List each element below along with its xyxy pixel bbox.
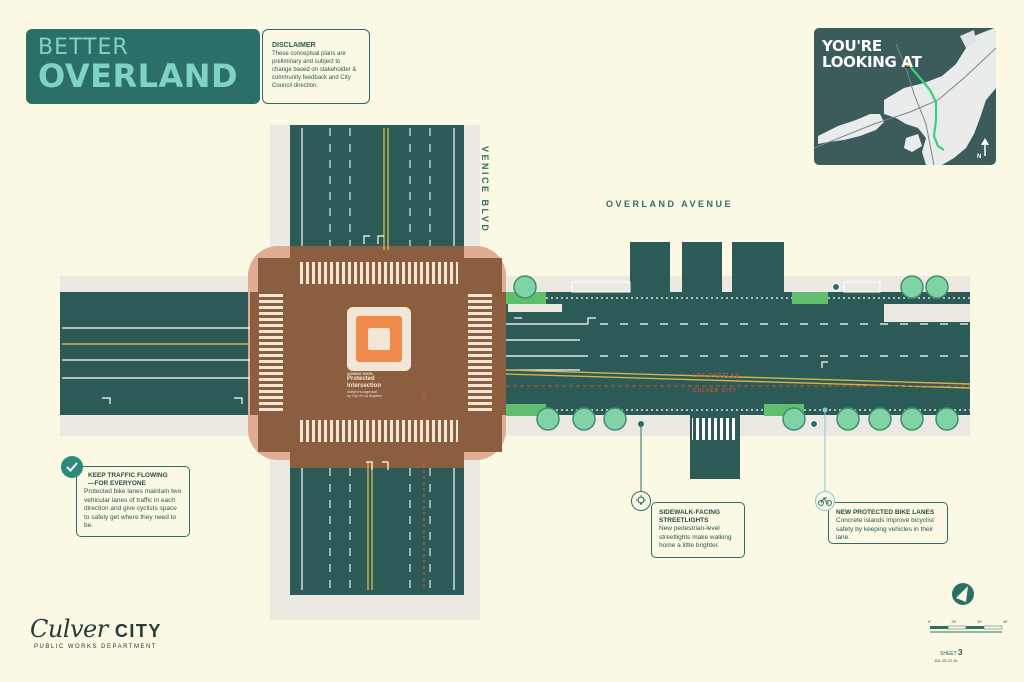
callout-traffic-heading: KEEP TRAFFIC FLOWING —FOR EVERYONE bbox=[88, 472, 168, 487]
locator-map-graphic bbox=[814, 28, 996, 165]
scale-tick: 20' bbox=[951, 619, 957, 624]
scale-tick: 30' bbox=[977, 619, 983, 624]
curb-extension bbox=[884, 304, 970, 322]
venice-center-line bbox=[367, 128, 389, 590]
north-arrow-pointer bbox=[956, 586, 968, 602]
crosswalk-west bbox=[259, 294, 283, 414]
overland-avenue-label: OVERLAND AVENUE bbox=[606, 199, 734, 209]
scale-tick: 0' bbox=[928, 619, 931, 624]
logo-script: Culver bbox=[30, 615, 108, 643]
crosswalk-side bbox=[692, 418, 738, 440]
scale-bar bbox=[930, 625, 1003, 633]
venice-edge-lines bbox=[301, 128, 455, 590]
crosswalk-north bbox=[298, 262, 458, 284]
side-street bbox=[682, 242, 722, 294]
boundary-label-culver: CULVER CITY bbox=[693, 388, 737, 394]
bike-lane-east bbox=[506, 404, 546, 416]
locator-map-label-line-1: YOU'RE bbox=[822, 37, 882, 55]
disclaimer-heading: DISCLAIMER bbox=[272, 42, 316, 49]
protected-island-center bbox=[368, 328, 390, 350]
side-street bbox=[732, 242, 784, 294]
bike-lane-east bbox=[792, 292, 828, 304]
logo-department: PUBLIC WORKS DEPARTMENT bbox=[34, 644, 157, 650]
scale-ticks: 0' 20' 30' 40' bbox=[928, 619, 1008, 624]
culver-city-logo: Culver CITY PUBLIC WORKS DEPARTMENT bbox=[30, 615, 162, 650]
title-line-1: BETTER bbox=[38, 35, 129, 60]
locator-map-label: YOU'RE LOOKING AT bbox=[822, 38, 922, 70]
bike-rack bbox=[571, 281, 881, 293]
logo-caps: CITY bbox=[114, 621, 162, 641]
crosswalk-east bbox=[468, 294, 492, 414]
overland-dashed-lines bbox=[580, 323, 970, 357]
intersection-sub-1: Subject to approval bbox=[347, 390, 377, 394]
disclaimer-box: DISCLAIMER These conceptual plans are pr… bbox=[262, 29, 370, 104]
street-trees bbox=[513, 275, 959, 431]
venice-blvd-label: VENICE BLVD bbox=[480, 146, 490, 234]
leader-dot bbox=[638, 421, 644, 427]
intersection-sub-2: by City of Los Angeles bbox=[347, 394, 382, 398]
checkmark-icon bbox=[61, 456, 83, 478]
north-label: N bbox=[977, 154, 982, 160]
locator-map-label-line-2: LOOKING AT bbox=[822, 53, 922, 71]
callout-bike-lanes-heading: NEW PROTECTED BIKE LANES bbox=[836, 509, 935, 516]
title-block: BETTER OVERLAND bbox=[26, 29, 260, 104]
scale-tick: 40' bbox=[1002, 619, 1008, 624]
side-street bbox=[630, 242, 670, 294]
sheet-date: JUL 05.22.26 bbox=[934, 658, 958, 663]
intersection-kicker: COMING SOON bbox=[347, 372, 373, 376]
callout-streetlights-body: New pedestrian-level streetlights make w… bbox=[659, 525, 732, 549]
sheet-label: SHEET 3 bbox=[940, 648, 962, 657]
turn-arrows bbox=[102, 235, 828, 470]
callout-traffic-body: Protected bike lanes maintain two vehicu… bbox=[84, 488, 182, 529]
intersection-note: COMING SOON Protected Intersection Subje… bbox=[347, 372, 417, 398]
bicycle-icon bbox=[815, 491, 835, 511]
curb-extension bbox=[508, 304, 562, 312]
callout-streetlights-heading: SIDEWALK-FACING STREETLIGHTS bbox=[659, 509, 721, 524]
overland-road bbox=[60, 292, 970, 415]
venice-lane-lines bbox=[329, 128, 431, 590]
callout-streetlights: SIDEWALK-FACING STREETLIGHTS New pedestr… bbox=[651, 502, 745, 558]
locator-map: YOU'RE LOOKING AT N bbox=[814, 28, 996, 165]
sheet-number: 3 bbox=[957, 648, 963, 657]
streetlight-icon bbox=[832, 283, 840, 291]
callout-traffic-flow: KEEP TRAFFIC FLOWING —FOR EVERYONE Prote… bbox=[76, 466, 190, 537]
streetlight-icon bbox=[810, 420, 818, 428]
callout-bike-lanes-body: Concrete islands improve bicyclist safet… bbox=[836, 517, 934, 541]
callout-bike-lanes: NEW PROTECTED BIKE LANES Concrete island… bbox=[828, 502, 948, 544]
sheet-label-text: SHEET bbox=[940, 651, 957, 657]
disclaimer-body: These conceptual plans are preliminary a… bbox=[272, 51, 357, 89]
title-line-2: OVERLAND bbox=[38, 57, 239, 95]
intersection-title-2: Intersection bbox=[347, 383, 382, 389]
lightbulb-icon bbox=[631, 491, 651, 511]
intersection-title-1: Protected bbox=[347, 376, 375, 382]
boundary-label-la: LOS ANGELES bbox=[693, 373, 740, 379]
crosswalk-south bbox=[298, 420, 458, 442]
leader-dot bbox=[822, 407, 828, 413]
